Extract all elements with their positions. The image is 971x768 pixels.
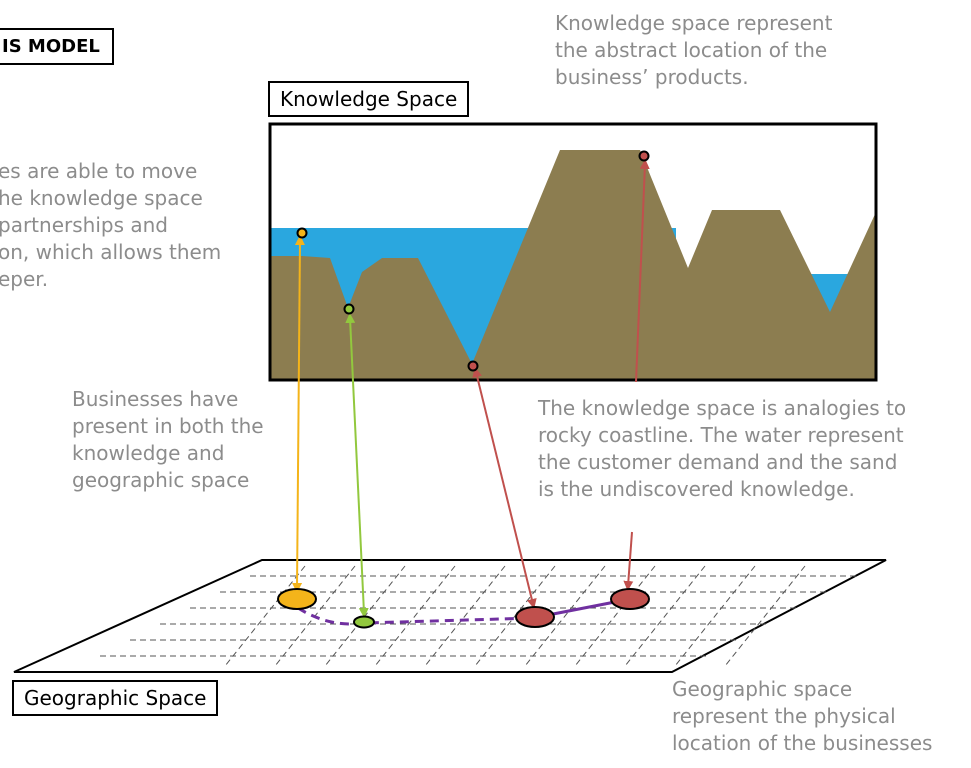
partnership-links xyxy=(297,600,616,626)
connector-arrows xyxy=(292,159,650,618)
business-locations xyxy=(277,588,650,629)
note-line: The knowledge space is analogies to xyxy=(538,396,907,420)
green-business-location xyxy=(353,615,375,629)
partnership-dashed-link xyxy=(297,606,536,626)
note-line: geographic space xyxy=(72,468,250,492)
knowledge-space-title: Knowledge Space xyxy=(280,87,458,111)
note-line: Geographic space xyxy=(672,677,853,701)
geographic-space-plane xyxy=(13,559,887,673)
note-middle-right: The knowledge space is analogies to rock… xyxy=(538,395,906,503)
geographic-space-title-box: Geographic Space xyxy=(12,680,219,716)
red-knowledge-marker-2 xyxy=(638,150,650,162)
note-line: the customer demand and the sand xyxy=(538,450,898,474)
red-knowledge-marker-1 xyxy=(467,360,479,372)
note-line: represent the physical xyxy=(672,704,896,728)
red-business-location-1 xyxy=(515,606,555,628)
note-line: he knowledge space xyxy=(0,186,203,210)
note-middle-left: Businesses have present in both the know… xyxy=(72,386,264,494)
note-line: the abstract location of the xyxy=(555,38,828,62)
model-title-box: IS MODEL xyxy=(0,28,114,65)
knowledge-space-title-box: Knowledge Space xyxy=(268,81,470,117)
model-title: IS MODEL xyxy=(2,36,100,57)
note-line: Businesses have xyxy=(72,387,239,411)
note-line: on, which allows them xyxy=(0,240,222,264)
note-line: es are able to move xyxy=(0,159,198,183)
knowledge-space-panel xyxy=(268,122,878,382)
red-business-location-2 xyxy=(610,588,650,610)
orange-business-location xyxy=(277,588,317,610)
note-line: business’ products. xyxy=(555,65,749,89)
note-left: es are able to move he knowledge space p… xyxy=(0,158,221,293)
sand-terrain xyxy=(270,150,876,380)
note-line: Knowledge space represent xyxy=(555,11,833,35)
red-connector-2 xyxy=(635,159,650,383)
red-pointer xyxy=(623,531,634,591)
note-top-right: Knowledge space represent the abstract l… xyxy=(555,10,832,91)
green-connector xyxy=(345,313,369,618)
orange-connector xyxy=(292,235,305,593)
geographic-space-title: Geographic Space xyxy=(24,686,207,710)
note-line: present in both the xyxy=(72,414,264,438)
red-connector-1 xyxy=(472,367,537,609)
knowledge-markers xyxy=(296,150,650,372)
note-line: rocky coastline. The water represent xyxy=(538,423,904,447)
note-line: knowledge and xyxy=(72,441,225,465)
note-line: is the undiscovered knowledge. xyxy=(538,477,855,501)
green-knowledge-marker xyxy=(343,303,355,315)
note-line: location of the businesses xyxy=(672,731,933,755)
note-bottom-right: Geographic space represent the physical … xyxy=(672,676,932,757)
note-line: eper. xyxy=(0,267,49,291)
partnership-solid-link xyxy=(547,600,616,617)
orange-knowledge-marker xyxy=(296,227,308,239)
note-line: partnerships and xyxy=(0,213,168,237)
